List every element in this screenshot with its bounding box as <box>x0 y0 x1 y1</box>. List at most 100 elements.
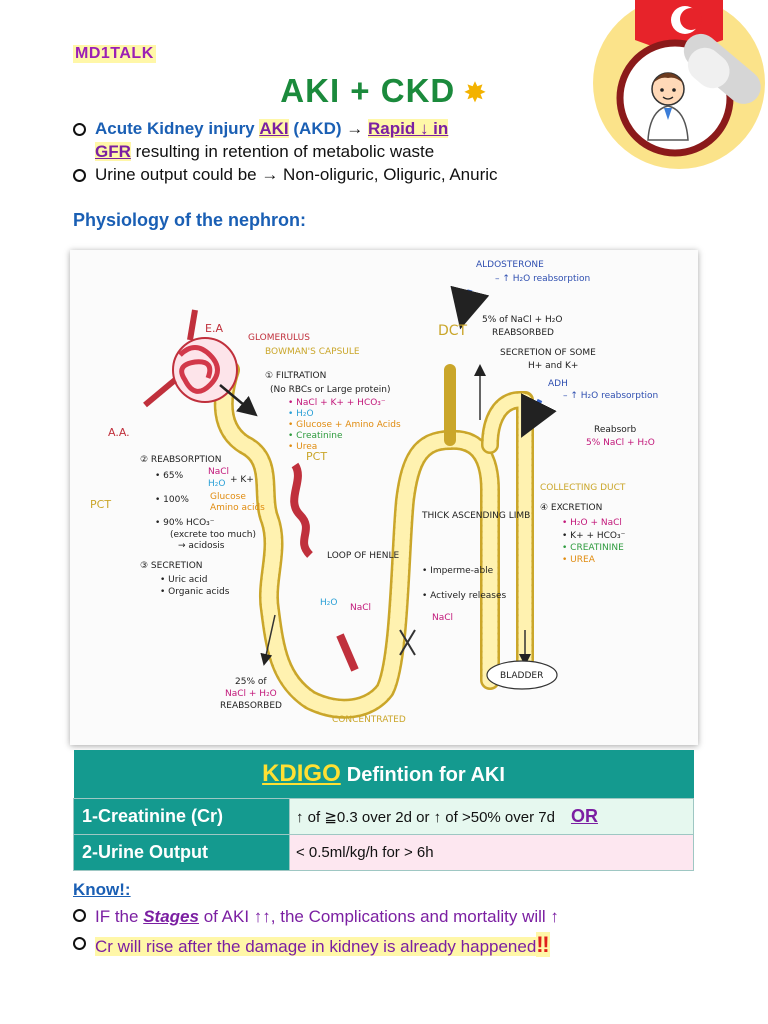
filtration-title: ① FILTRATION <box>265 371 326 381</box>
excretion-item-2: • K+ + HCO₃⁻ <box>562 531 626 541</box>
excretion-item-4: • UREA <box>562 555 596 565</box>
reab-hco3-note-2: → acidosis <box>178 541 225 551</box>
adh-label: ADH <box>548 379 568 389</box>
aldosterone-label: ALDOSTERONE <box>476 260 544 270</box>
title-text: AKI + CKD <box>280 72 456 109</box>
filtration-item-2: • H₂O <box>288 409 314 419</box>
know-item-cr-rise: Cr will rise after the damage in kidney … <box>73 931 673 961</box>
creatinine-value: ↑ of ≧0.3 over 2d or ↑ of >50% over 7d <box>296 808 555 826</box>
reabsorbed-25-3: REABSORBED <box>220 701 282 711</box>
loop-h2o: H₂O <box>320 598 337 608</box>
bullet-circle-icon <box>73 123 86 136</box>
bullet-urine-output: Urine output could be → Non-oliguric, Ol… <box>73 163 593 186</box>
page-title: AKI + CKD✸ <box>0 72 768 110</box>
reabsorb-5-1: Reabsorb <box>594 425 637 435</box>
loop-label: LOOP OF HENLE <box>327 551 399 561</box>
reab-hco3: • 90% HCO₃⁻ <box>155 518 215 528</box>
nephron-diagram: ALDOSTERONE – ↑ H₂O reabsorption DCT 5% … <box>70 250 698 745</box>
filtration-note: (No RBCs or Large protein) <box>270 385 390 395</box>
loop-nacl: NaCl <box>350 603 371 613</box>
know-heading: Know!: <box>73 880 131 899</box>
reab-h2o: H₂O <box>208 479 225 489</box>
secretion-item-2: • Organic acids <box>160 587 230 597</box>
concentrated-label: CONCENTRATED <box>332 715 406 725</box>
know-text: of AKI ↑↑, the Complications and mortali… <box>203 907 559 926</box>
filtration-item-5: • Urea <box>288 442 317 452</box>
know-text: Cr will rise after the damage in kidney … <box>95 937 537 956</box>
bullet-text: Acute Kidney injury <box>95 119 255 138</box>
aa-label: A.A. <box>108 426 130 439</box>
physiology-heading: Physiology of the nephron: <box>73 210 306 230</box>
bullet-text: Urine output could be → Non-oliguric, Ol… <box>95 165 498 184</box>
stages-term: Stages <box>143 907 199 926</box>
secretion-item-1: • Uric acid <box>160 575 207 585</box>
bladder-label: BLADDER <box>500 671 543 681</box>
reab-nacl: NaCl <box>208 467 229 477</box>
bullet-circle-icon <box>73 909 86 922</box>
reab-k: + K+ <box>230 475 254 485</box>
thick-limb-label: THICK ASCENDING LIMB <box>421 511 530 521</box>
star-icon: ✸ <box>463 77 488 108</box>
or-label: OR <box>570 805 598 826</box>
pct-label: PCT <box>306 450 327 463</box>
bullet-circle-icon <box>73 169 86 182</box>
dct-text-3: SECRETION OF SOME <box>500 348 596 358</box>
gfr-term: GFR <box>95 142 131 161</box>
pct-side-label: PCT <box>90 498 111 511</box>
dct-text-4: H+ and K+ <box>528 361 578 371</box>
collecting-duct-label: COLLECTING DUCT <box>540 483 626 493</box>
dct-label: DCT <box>438 323 468 339</box>
ea-label: E.A <box>205 322 223 335</box>
kdigo-header-text: Defintion for AKI <box>346 763 505 786</box>
arrow-text: → <box>346 119 364 138</box>
know-list: IF the Stages of AKI ↑↑, the Complicatio… <box>73 903 673 961</box>
reab-100: • 100% <box>155 495 189 505</box>
aldosterone-effect: – ↑ H₂O reabsorption <box>495 274 590 284</box>
rapid-term: Rapid ↓ in <box>368 119 449 138</box>
excretion-item-3: • CREATININE <box>562 543 624 553</box>
reabsorb-5-2: 5% NaCl + H₂O <box>586 438 655 448</box>
table-row-creatinine: 1-Creatinine (Cr) ↑ of ≧0.3 over 2d or ↑… <box>73 797 694 835</box>
creatinine-value-cell: ↑ of ≧0.3 over 2d or ↑ of >50% over 7d OR <box>289 797 694 835</box>
bullet-aki-definition: Acute Kidney injury AKI (AKD) → Rapid ↓ … <box>73 117 593 163</box>
reabsorbed-25-2: NaCl + H₂O <box>225 689 277 699</box>
know-text: IF the <box>95 907 139 926</box>
adh-effect: – ↑ H₂O reabsorption <box>563 391 658 401</box>
intro-bullets: Acute Kidney injury AKI (AKD) → Rapid ↓ … <box>73 117 593 186</box>
creatinine-label: 1-Creatinine (Cr) <box>73 797 290 835</box>
reab-hco3-note-1: (excrete too much) <box>170 530 256 540</box>
excretion-title: ④ EXCRETION <box>540 503 602 513</box>
md1talk-logo <box>590 0 768 170</box>
reab-65: • 65% <box>155 471 184 481</box>
filtration-item-4: • Creatinine <box>288 431 343 441</box>
filtration-item-3: • Glucose + Amino Acids <box>288 420 401 430</box>
dct-text-2: REABSORBED <box>492 328 554 338</box>
know-item-stages: IF the Stages of AKI ↑↑, the Complicatio… <box>73 903 673 931</box>
excretion-item-1: • H₂O + NaCl <box>562 518 622 528</box>
thick-item-3: NaCl <box>432 613 453 623</box>
table-row-urine-output: 2-Urine Output < 0.5ml/kg/h for > 6h <box>73 833 694 871</box>
double-exclamation-icon: ‼ <box>536 932 550 957</box>
bullet-text: resulting in retention of metabolic wast… <box>135 142 435 161</box>
bullet-circle-icon <box>73 937 86 950</box>
filtration-item-1: • NaCl + K+ + HCO₃⁻ <box>288 398 386 408</box>
reabsorption-title: ② REABSORPTION <box>140 455 222 465</box>
kdigo-label: KDIGO <box>262 759 341 787</box>
urine-output-label: 2-Urine Output <box>73 833 290 871</box>
secretion-title: ③ SECRETION <box>140 561 203 571</box>
aki-term: AKI <box>259 119 289 138</box>
reab-glucose: Glucose <box>210 492 246 502</box>
bowman-label: BOWMAN'S CAPSULE <box>265 347 360 357</box>
akd-term: (AKD) <box>293 119 342 138</box>
reab-amino: Amino acids <box>210 503 265 513</box>
glomerulus-label: GLOMERULUS <box>248 333 310 343</box>
urine-output-value: < 0.5ml/kg/h for > 6h <box>289 833 694 871</box>
reabsorbed-25-1: 25% of <box>235 677 267 687</box>
brand-label: MD1TALK <box>73 45 156 63</box>
thick-item-2: • Actively releases <box>422 591 507 601</box>
thick-item-1: • Imperme-able <box>422 566 494 576</box>
dct-text-1: 5% of NaCl + H₂O <box>482 315 562 325</box>
